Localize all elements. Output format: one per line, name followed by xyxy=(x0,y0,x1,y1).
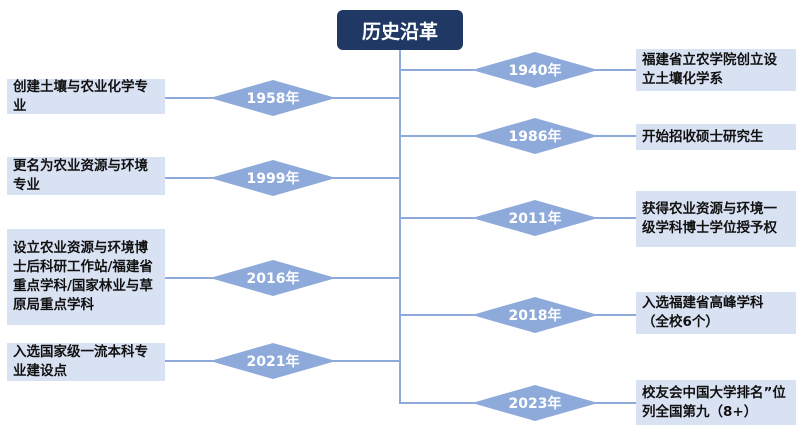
year-diamond: 2011年 xyxy=(472,200,598,236)
year-diamond: 2018年 xyxy=(472,297,598,333)
event-description: 获得农业资源与环境一级学科博士学位授予权 xyxy=(636,191,796,247)
year-label: 2018年 xyxy=(508,308,562,324)
year-label: 1958年 xyxy=(246,91,300,107)
event-description: 校友会中国大学排名”位列全国第九（8+） xyxy=(636,380,796,425)
event-description: 更名为农业资源与环境专业 xyxy=(7,157,165,195)
year-diamond: 1940年 xyxy=(472,52,598,88)
year-label: 2011年 xyxy=(508,211,562,227)
diagram-title: 历史沿革 xyxy=(337,10,463,50)
event-description: 福建省立农学院创立设立土壤化学系 xyxy=(636,49,796,91)
year-label: 1999年 xyxy=(246,171,300,187)
year-label: 2023年 xyxy=(508,396,562,412)
year-label: 2021年 xyxy=(246,354,300,370)
year-diamond: 1958年 xyxy=(210,80,336,116)
year-diamond: 2021年 xyxy=(210,343,336,379)
year-label: 2016年 xyxy=(246,271,300,287)
event-description: 设立农业资源与环境博士后科研工作站/福建省重点学科/国家林业与草原局重点学科 xyxy=(7,229,165,325)
year-diamond: 1986年 xyxy=(472,118,598,154)
year-label: 1940年 xyxy=(508,63,562,79)
timeline-spine xyxy=(399,50,401,404)
year-label: 1986年 xyxy=(508,129,562,145)
event-description: 开始招收硕士研究生 xyxy=(636,124,796,150)
year-diamond: 2016年 xyxy=(210,260,336,296)
year-diamond: 2023年 xyxy=(472,385,598,421)
event-description: 入选福建省高峰学科（全校6个） xyxy=(636,292,796,334)
event-description: 创建土壤与农业化学专业 xyxy=(7,79,165,114)
event-description: 入选国家级一流本科专业建设点 xyxy=(7,343,165,381)
year-diamond: 1999年 xyxy=(210,160,336,196)
